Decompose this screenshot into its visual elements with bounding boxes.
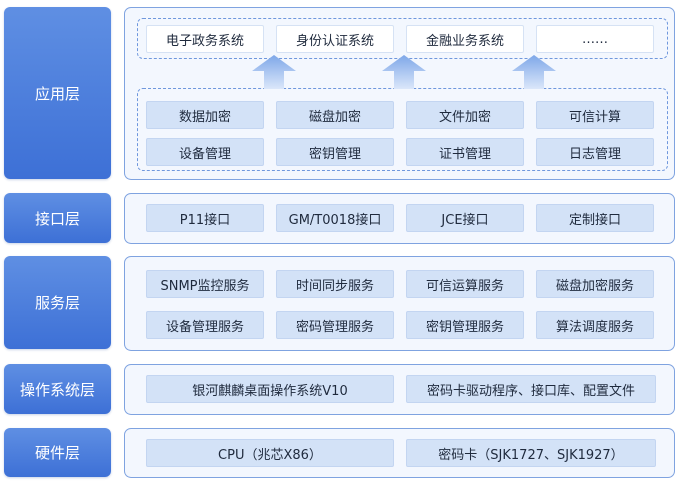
app-box-device-mgmt: 设备管理 bbox=[146, 138, 264, 166]
interface-box-gmt0018: GM/T0018接口 bbox=[276, 204, 394, 232]
service-box-snmp: SNMP监控服务 bbox=[146, 270, 264, 298]
up-arrow-icon bbox=[252, 55, 296, 89]
interface-box-custom: 定制接口 bbox=[536, 204, 654, 232]
layer-label-interface: 接口层 bbox=[4, 193, 111, 243]
app-box-trusted-computing: 可信计算 bbox=[536, 101, 654, 129]
app-box-finance: 金融业务系统 bbox=[406, 25, 524, 53]
service-box-password-mgmt: 密码管理服务 bbox=[276, 311, 394, 339]
app-box-log-mgmt: 日志管理 bbox=[536, 138, 654, 166]
app-box-cert-mgmt: 证书管理 bbox=[406, 138, 524, 166]
layer-label-hardware: 硬件层 bbox=[4, 428, 111, 477]
service-box-device-mgmt: 设备管理服务 bbox=[146, 311, 264, 339]
up-arrow-icon bbox=[512, 55, 556, 89]
app-box-data-encryption: 数据加密 bbox=[146, 101, 264, 129]
up-arrow-icon bbox=[382, 55, 426, 89]
layer-label-application: 应用层 bbox=[4, 7, 111, 179]
service-box-algorithm-scheduling: 算法调度服务 bbox=[536, 311, 654, 339]
hardware-box-cpu: CPU（兆芯X86） bbox=[146, 439, 394, 467]
app-box-identity-auth: 身份认证系统 bbox=[276, 25, 394, 53]
service-box-disk-encryption: 磁盘加密服务 bbox=[536, 270, 654, 298]
hardware-box-crypto-card: 密码卡（SJK1727、SJK1927） bbox=[406, 439, 656, 467]
interface-box-p11: P11接口 bbox=[146, 204, 264, 232]
service-box-time-sync: 时间同步服务 bbox=[276, 270, 394, 298]
service-box-key-mgmt: 密钥管理服务 bbox=[406, 311, 524, 339]
app-box-e-government: 电子政务系统 bbox=[146, 25, 264, 53]
app-box-more: …… bbox=[536, 25, 654, 53]
os-box-card-driver: 密码卡驱动程序、接口库、配置文件 bbox=[406, 375, 656, 403]
layer-label-os: 操作系统层 bbox=[4, 364, 111, 414]
os-box-kylin: 银河麒麟桌面操作系统V10 bbox=[146, 375, 394, 403]
app-box-key-mgmt: 密钥管理 bbox=[276, 138, 394, 166]
app-box-disk-encryption: 磁盘加密 bbox=[276, 101, 394, 129]
service-box-trusted-op: 可信运算服务 bbox=[406, 270, 524, 298]
app-box-file-encryption: 文件加密 bbox=[406, 101, 524, 129]
interface-box-jce: JCE接口 bbox=[406, 204, 524, 232]
layer-label-service: 服务层 bbox=[4, 256, 111, 349]
